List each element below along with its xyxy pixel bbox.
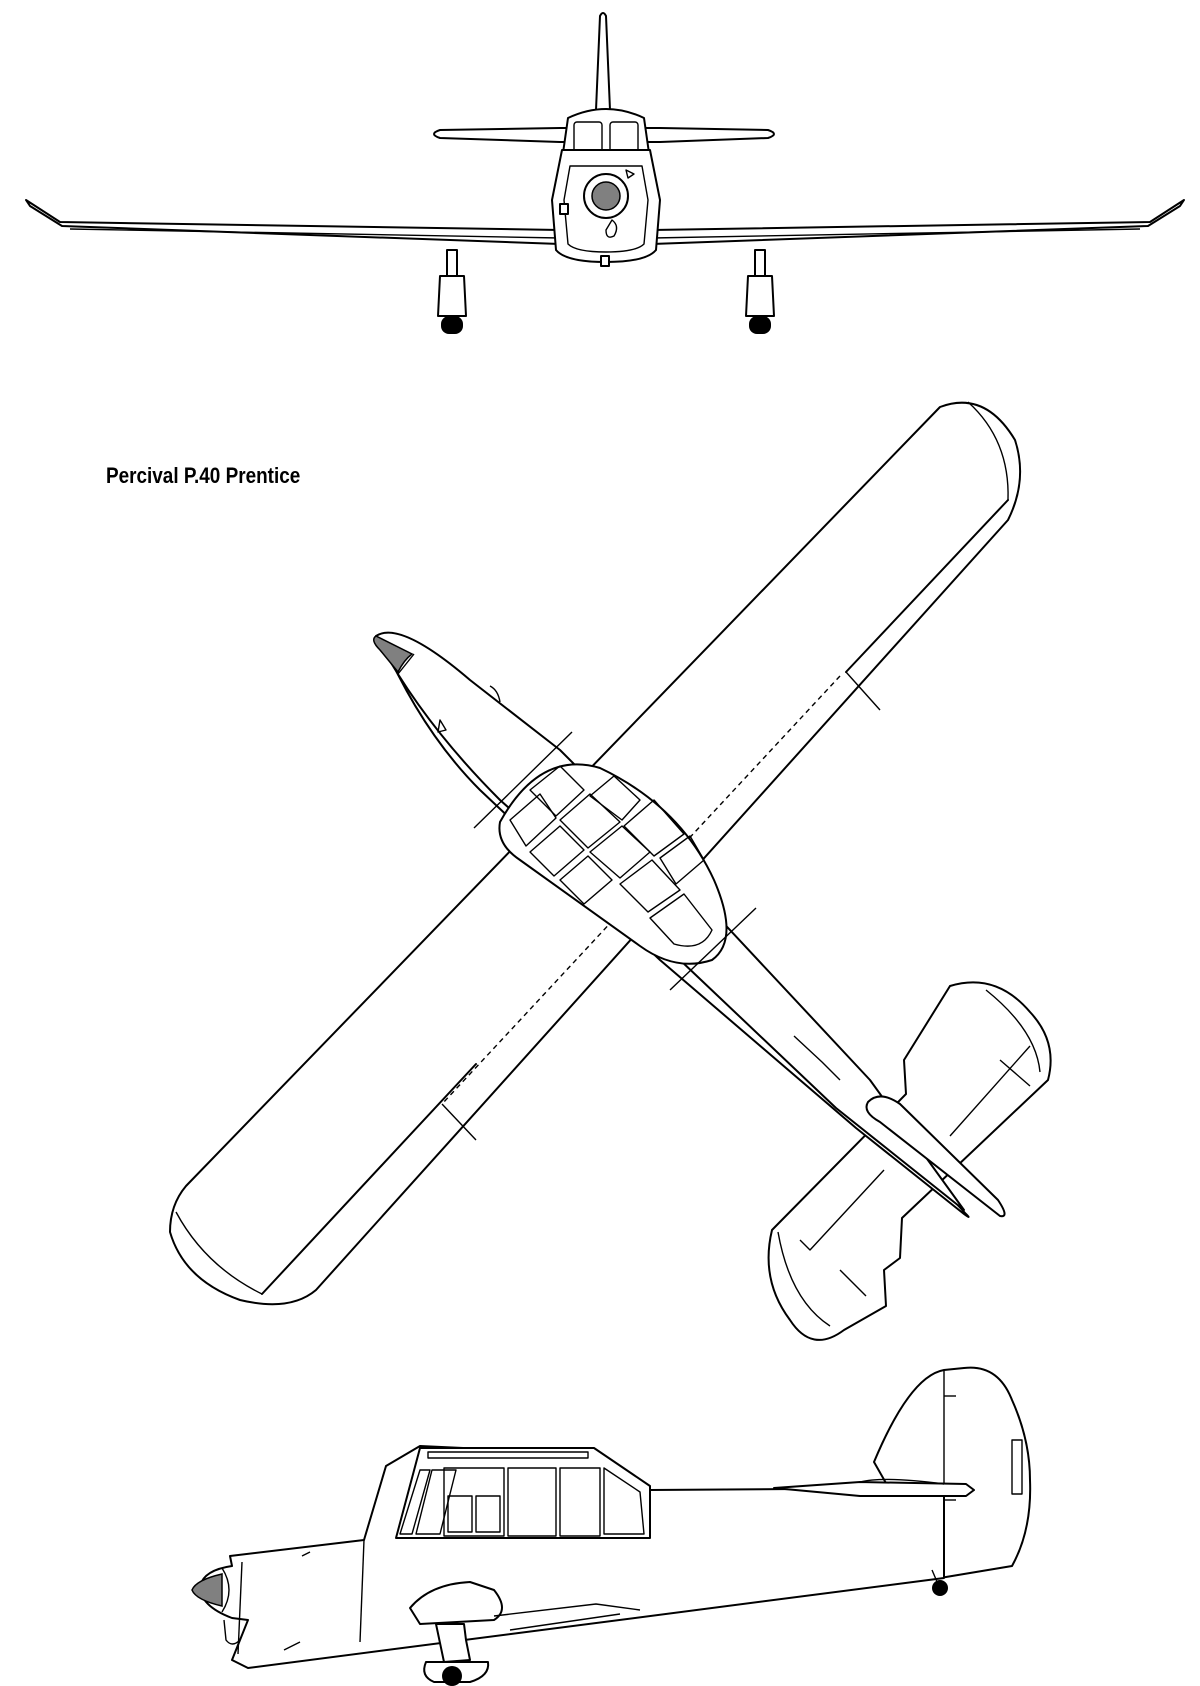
top-elevator-tip-right [985, 989, 1041, 1073]
side-gear-leg [435, 1623, 471, 1663]
side-spinner [191, 1573, 223, 1607]
top-spinner [373, 635, 414, 674]
aircraft-title: Percival P.40 Prentice [106, 463, 301, 488]
top-view [169, 401, 1052, 1341]
top-wing-tip-left-line [175, 1211, 263, 1295]
top-spinner-line [397, 653, 415, 675]
side-rudder-tab [1011, 1439, 1023, 1495]
front-wing-right-line [651, 228, 1141, 239]
top-canopy [498, 763, 728, 965]
side-canopy-pane-aft [603, 1467, 645, 1535]
side-canopy-pane-rear [559, 1467, 601, 1537]
side-canopy-door-right [475, 1495, 501, 1533]
side-gear-wheel [442, 1666, 462, 1686]
side-canopy-door-left [447, 1495, 473, 1533]
side-wing-fairing [409, 1581, 503, 1625]
top-wing-root-front [473, 731, 573, 829]
top-aileron-left [261, 1063, 477, 1295]
side-view [191, 1366, 1032, 1686]
front-view [25, 12, 1185, 334]
front-air-intake [605, 219, 618, 238]
top-elevator-line-right [949, 1045, 1031, 1137]
side-vent [301, 1551, 311, 1557]
top-elevator-tab-right [999, 1059, 1031, 1087]
side-canopy [395, 1447, 651, 1539]
top-wing-root-rear [669, 907, 757, 991]
front-gear-right-wheel [749, 316, 771, 334]
side-firewall-joint [359, 1539, 365, 1643]
front-exhaust [559, 203, 569, 215]
front-spinner [591, 181, 621, 211]
top-cowl-vent [437, 719, 447, 733]
side-canopy-rail [427, 1451, 589, 1459]
side-windscreen [399, 1469, 431, 1535]
top-elevator-line-left [799, 1169, 885, 1251]
front-gear-left-fairing [437, 275, 467, 317]
top-wing-tip-right-line [967, 401, 1009, 501]
side-canopy-frame-front [443, 1467, 505, 1537]
front-fin [595, 12, 611, 111]
top-elevator-tab-left [839, 1269, 867, 1297]
side-elevator-line [859, 1478, 945, 1485]
front-gear-right-fairing [745, 275, 775, 317]
top-exhaust [489, 685, 501, 703]
top-fin [865, 1095, 1006, 1218]
front-wing-left [25, 199, 561, 245]
front-cowling-inner [563, 165, 649, 253]
top-canopy-frames [509, 765, 713, 947]
front-vent [625, 169, 635, 179]
side-cowl-lower [223, 1619, 241, 1645]
top-aileron-right-hinge [845, 671, 881, 711]
front-gear-right-leg [754, 249, 766, 279]
side-canopy-pane-mid [507, 1467, 557, 1537]
top-flap-line [793, 1035, 841, 1081]
front-tailwheel [600, 255, 610, 267]
front-gear-left-leg [446, 249, 458, 279]
top-aileron-right [845, 499, 1009, 673]
side-tailwheel [932, 1580, 948, 1596]
side-canopy-pane-1 [415, 1469, 457, 1535]
top-elevator-tip-left [777, 1231, 831, 1327]
side-flap-line [509, 1613, 621, 1631]
side-propeller-hub [221, 1567, 230, 1613]
front-wing-left-line [69, 228, 561, 239]
top-aileron-left-hinge [441, 1103, 477, 1141]
side-wing-root [493, 1603, 641, 1617]
side-exhaust [283, 1641, 301, 1651]
front-gear-left-wheel [441, 316, 463, 334]
front-wing-right [651, 199, 1185, 245]
side-cowl-joint [237, 1561, 243, 1655]
